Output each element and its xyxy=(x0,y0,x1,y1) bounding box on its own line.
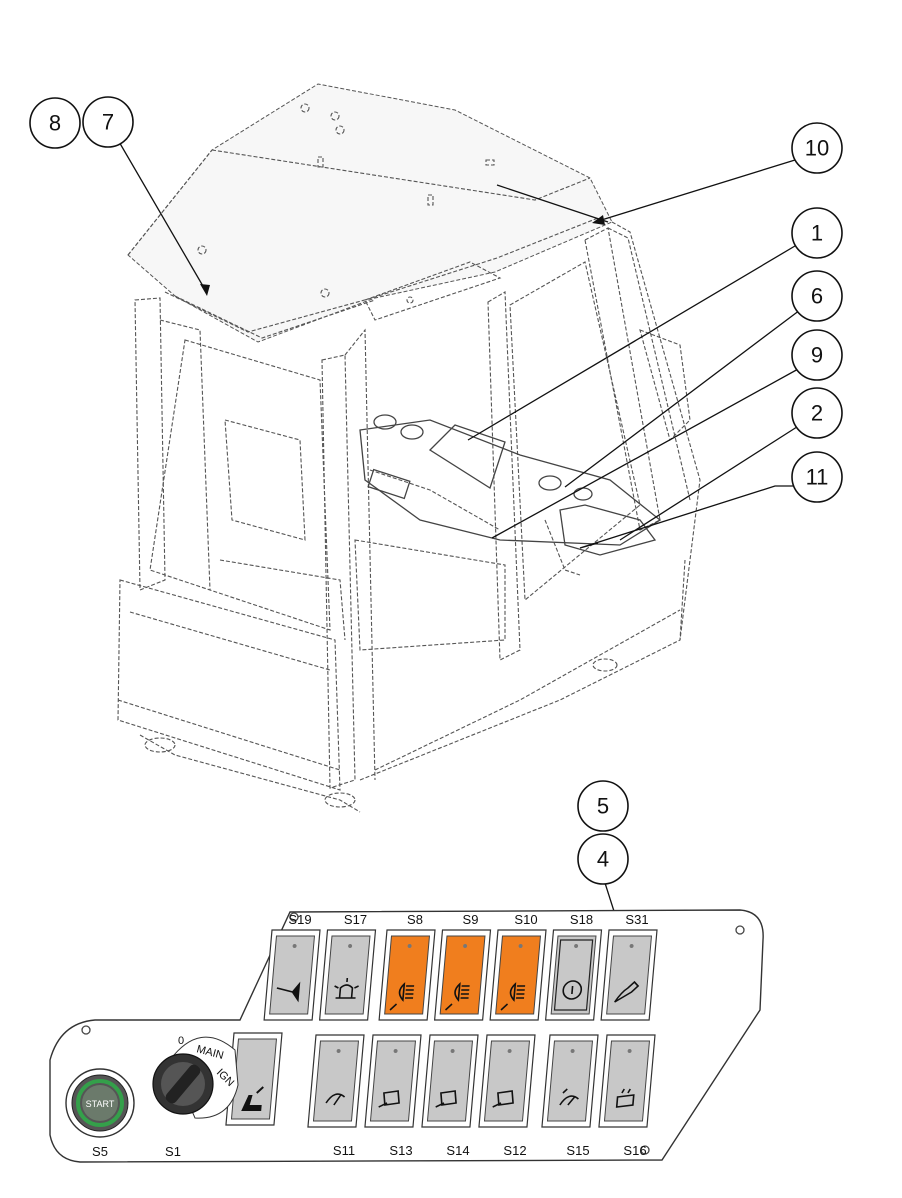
key-switch[interactable] xyxy=(152,1036,239,1119)
switch-s31[interactable] xyxy=(600,929,658,1021)
switch-s18-label: S18 xyxy=(570,912,593,927)
switch-s9[interactable] xyxy=(433,929,492,1021)
switch-s18[interactable] xyxy=(544,929,603,1021)
switch-s10[interactable] xyxy=(489,929,547,1021)
switch-s17-label: S17 xyxy=(344,912,367,927)
callout-10: 10 xyxy=(791,122,843,174)
callout-6: 6 xyxy=(791,270,843,322)
switch-s17[interactable] xyxy=(318,929,377,1021)
key-position-0: 0 xyxy=(178,1035,184,1047)
work-light-icon xyxy=(500,982,526,1011)
info-icon xyxy=(562,980,583,1000)
switch-s12-label: S12 xyxy=(503,1143,526,1158)
callout-11: 11 xyxy=(791,451,843,503)
callout-7: 7 xyxy=(82,96,134,148)
start-button-text: START xyxy=(86,1099,115,1109)
work-light-icon xyxy=(444,982,470,1011)
switch-s19[interactable] xyxy=(263,929,321,1021)
callout-11-label: 11 xyxy=(806,465,829,490)
start-button-label: S5 xyxy=(92,1144,108,1159)
callout-4: 4 xyxy=(577,833,629,885)
switch-s16[interactable] xyxy=(598,1034,656,1128)
key-switch-label: S1 xyxy=(165,1144,181,1159)
washer-icon xyxy=(378,1090,400,1108)
switch-s11[interactable] xyxy=(307,1034,365,1128)
switch-s19-label: S19 xyxy=(288,912,311,927)
callout-8-label: 8 xyxy=(49,111,61,136)
callout-8: 8 xyxy=(29,97,81,149)
horn-icon xyxy=(276,981,301,1003)
washer-icon xyxy=(435,1090,457,1108)
callout-2-label: 2 xyxy=(811,401,823,426)
switch-s10-label: S10 xyxy=(514,912,537,927)
switch-s15[interactable] xyxy=(541,1034,599,1128)
switch-s11-label: S11 xyxy=(333,1143,355,1158)
boom-icon xyxy=(614,980,640,1003)
callout-9-label: 9 xyxy=(811,343,823,368)
cab-drawing xyxy=(117,83,701,813)
switch-s13[interactable] xyxy=(364,1034,422,1128)
seat-icon xyxy=(241,1086,264,1111)
callout-5-label: 5 xyxy=(597,794,609,819)
callout-7-label: 7 xyxy=(102,110,114,135)
callout-5: 5 xyxy=(577,780,629,832)
switch-s15-label: S15 xyxy=(566,1143,589,1158)
start-button[interactable]: START xyxy=(65,1068,135,1138)
switch-s8-label: S8 xyxy=(407,912,423,927)
callout-2: 2 xyxy=(791,387,843,439)
callout-6-label: 6 xyxy=(811,284,823,309)
switch-s14[interactable] xyxy=(421,1034,479,1128)
switch-s9-label: S9 xyxy=(463,912,479,927)
washer-icon xyxy=(492,1090,514,1108)
seat-switch[interactable] xyxy=(225,1032,283,1126)
switch-s13-label: S13 xyxy=(389,1143,412,1158)
callout-1-label: 1 xyxy=(811,221,823,246)
callout-4-label: 4 xyxy=(597,847,609,872)
switch-s12[interactable] xyxy=(478,1034,536,1128)
switch-s8[interactable] xyxy=(378,929,436,1021)
callout-10-label: 10 xyxy=(805,136,829,161)
callout-9: 9 xyxy=(791,329,843,381)
rear-washer-icon xyxy=(615,1088,635,1108)
work-light-icon xyxy=(389,982,415,1011)
beacon-icon xyxy=(334,978,359,999)
rear-wiper-icon xyxy=(559,1088,579,1106)
switch-s14-label: S14 xyxy=(446,1143,469,1158)
callout-1: 1 xyxy=(791,207,843,259)
switch-s16-label: S16 xyxy=(623,1143,646,1158)
switch-s31-label: S31 xyxy=(625,912,648,927)
wiper-icon xyxy=(325,1093,346,1106)
